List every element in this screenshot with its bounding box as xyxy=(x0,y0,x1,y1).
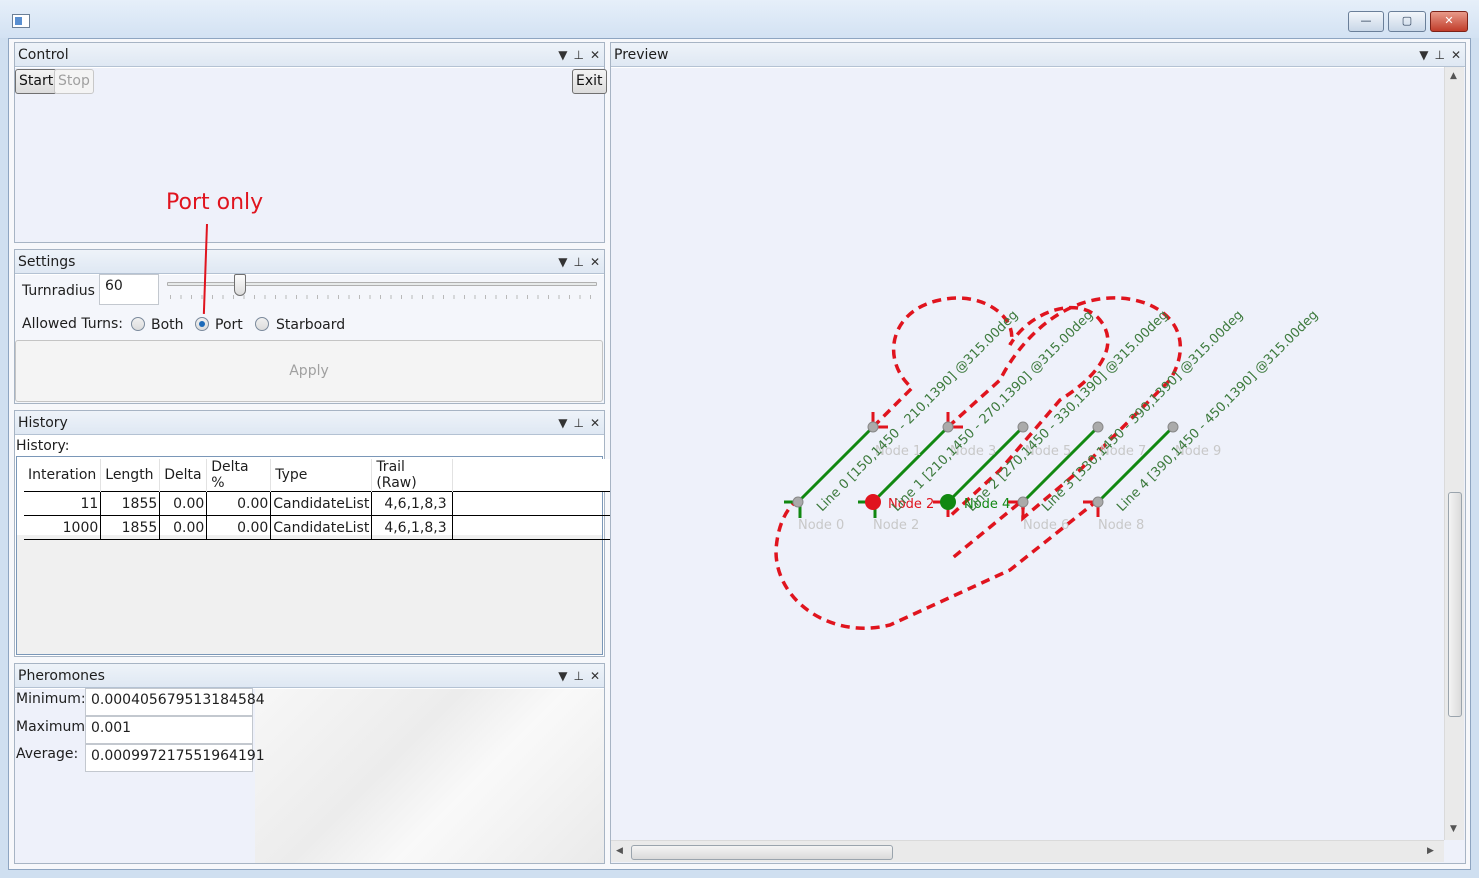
scroll-right-icon[interactable]: ▶ xyxy=(1427,846,1434,856)
dropdown-icon[interactable]: ▼ xyxy=(558,669,568,683)
control-panel-title: Control xyxy=(18,47,69,63)
start-button[interactable]: Start xyxy=(15,69,58,94)
col-length[interactable]: Length xyxy=(100,459,161,492)
title-bar: — ▢ ✕ xyxy=(0,0,1479,38)
radio-starboard[interactable] xyxy=(255,317,269,331)
pin-icon[interactable]: ⊥ xyxy=(1434,48,1445,62)
average-label: Average: xyxy=(16,746,79,762)
radio-both-label: Both xyxy=(151,317,184,333)
preview-panel: Preview ▼ ⊥ ✕ xyxy=(610,42,1466,864)
preview-vertical-scrollbar[interactable]: ▲ ▼ xyxy=(1444,67,1464,840)
close-icon[interactable]: ✕ xyxy=(1450,48,1461,62)
radio-port-label: Port xyxy=(215,317,243,333)
table-row[interactable]: 11 1855 0.00 0.00 CandidateList 4,6,1,8,… xyxy=(24,491,611,516)
radio-both[interactable] xyxy=(131,317,145,331)
turnradius-slider-track[interactable] xyxy=(167,282,597,286)
settings-panel-title: Settings xyxy=(18,254,76,270)
pheromones-panel-title: Pheromones xyxy=(18,668,105,684)
history-panel-title: History xyxy=(18,415,68,431)
dropdown-icon[interactable]: ▼ xyxy=(558,255,568,269)
table-row[interactable]: 1000 1855 0.00 0.00 CandidateList 4,6,1,… xyxy=(24,515,611,540)
dropdown-icon[interactable]: ▼ xyxy=(558,48,568,62)
close-icon[interactable]: ✕ xyxy=(589,669,600,683)
minimum-field[interactable]: 0.000405679513184584 xyxy=(85,688,265,716)
turnradius-label: Turnradius xyxy=(22,283,95,299)
turnradius-slider-thumb[interactable] xyxy=(234,274,246,296)
maximum-field[interactable]: 0.001 xyxy=(85,716,253,744)
slider-ticks xyxy=(170,295,595,299)
apply-button[interactable]: Apply xyxy=(15,340,603,402)
pin-icon[interactable]: ⊥ xyxy=(573,669,584,683)
allowed-turns-label: Allowed Turns: xyxy=(22,316,124,332)
scroll-left-icon[interactable]: ◀ xyxy=(616,846,623,856)
col-delta[interactable]: Delta xyxy=(159,459,208,492)
minimize-button[interactable]: — xyxy=(1348,11,1384,32)
col-interation[interactable]: Interation xyxy=(24,459,102,492)
average-field[interactable]: 0.000997217551964191 xyxy=(85,744,265,772)
close-icon[interactable]: ✕ xyxy=(589,48,600,62)
close-window-button[interactable]: ✕ xyxy=(1430,11,1468,32)
col-type[interactable]: Type xyxy=(270,459,373,492)
dropdown-icon[interactable]: ▼ xyxy=(558,416,568,430)
radio-port[interactable] xyxy=(195,317,209,331)
pin-icon[interactable]: ⊥ xyxy=(573,416,584,430)
close-icon[interactable]: ✕ xyxy=(589,255,600,269)
turnradius-input[interactable]: 60 xyxy=(99,274,159,305)
preview-horizontal-scrollbar[interactable]: ◀ ▶ xyxy=(611,840,1444,862)
pin-icon[interactable]: ⊥ xyxy=(573,255,584,269)
minimum-label: Minimum: xyxy=(16,691,86,707)
control-panel: Control ▼ ⊥ ✕ xyxy=(14,42,605,243)
app-icon xyxy=(12,14,30,28)
maximize-button[interactable]: ▢ xyxy=(1388,11,1426,32)
col-trail[interactable]: Trail (Raw) xyxy=(371,459,454,492)
maximum-label: Maximum: xyxy=(16,719,90,735)
preview-panel-title: Preview xyxy=(614,47,669,63)
exit-button[interactable]: Exit xyxy=(572,69,607,94)
close-icon[interactable]: ✕ xyxy=(589,416,600,430)
history-label: History: xyxy=(16,438,70,454)
col-delta-pct[interactable]: Delta % xyxy=(206,459,272,492)
dropdown-icon[interactable]: ▼ xyxy=(1419,48,1429,62)
scroll-up-icon[interactable]: ▲ xyxy=(1450,71,1457,81)
annotation-label: Port only xyxy=(166,190,264,215)
pin-icon[interactable]: ⊥ xyxy=(573,48,584,62)
scroll-down-icon[interactable]: ▼ xyxy=(1450,824,1457,834)
history-table: Interation Length Delta Delta % Type Tra… xyxy=(24,459,611,540)
vertical-scroll-thumb[interactable] xyxy=(1448,492,1462,717)
stop-button[interactable]: Stop xyxy=(54,69,94,94)
horizontal-scroll-thumb[interactable] xyxy=(631,845,893,860)
radio-starboard-label: Starboard xyxy=(276,317,346,333)
